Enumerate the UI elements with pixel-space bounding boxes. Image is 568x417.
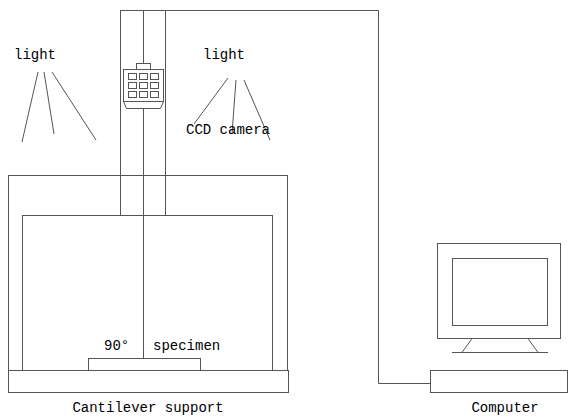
grid-cell [129,92,137,98]
light-label: light [203,47,245,63]
grid-cell [151,92,159,98]
specimen-plate [89,359,201,371]
computer-label: Computer [471,400,538,416]
signal-wire [144,11,431,384]
light-label: light [14,47,56,63]
grid-cell [140,83,148,89]
camera-label: CCD camera [186,122,270,138]
camera-grid [129,74,159,98]
angle-label: 90° [104,338,129,354]
grid-cell [151,83,159,89]
cantilever-support [9,10,289,393]
light-rays [22,72,270,142]
ccd-camera [124,64,164,109]
grid-cell [129,74,137,80]
grid-cell [151,74,159,80]
grid-cell [140,92,148,98]
specimen-label: specimen [153,338,220,354]
support-label: Cantilever support [72,400,223,416]
computer-symbol [431,244,568,393]
grid-cell [140,74,148,80]
grid-cell [129,83,137,89]
